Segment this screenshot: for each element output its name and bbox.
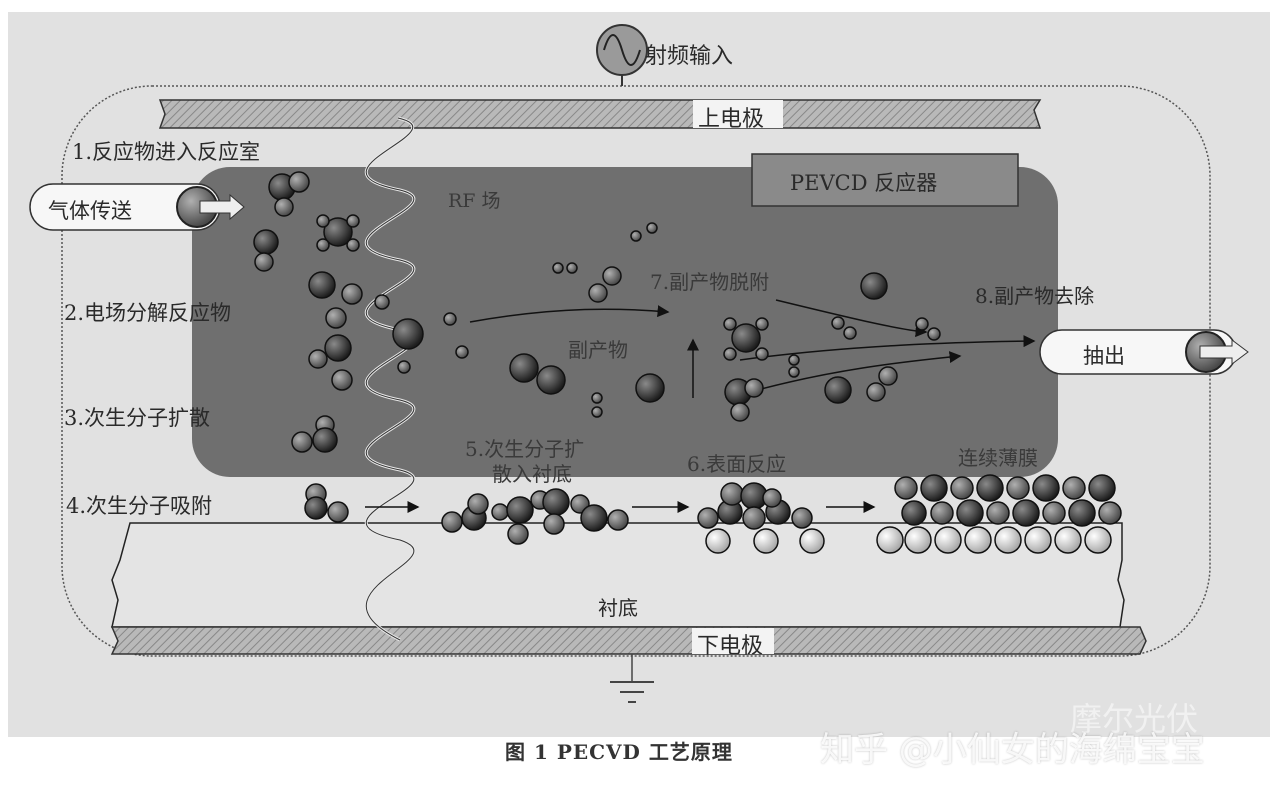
molecules	[253, 171, 1122, 554]
sine-wave-source-icon	[596, 24, 648, 86]
reactor-label: PEVCD 反应器	[790, 171, 938, 195]
top-electrode	[158, 99, 1042, 129]
top-electrode-label: 上电极	[698, 107, 765, 132]
step-7-label: 7.副产物脱附	[650, 270, 770, 294]
step-3-label: 3.次生分子扩散	[64, 406, 211, 430]
arrow-right-icon	[1199, 339, 1249, 365]
rf-input-label: 射频输入	[645, 44, 734, 69]
bottom-electrode-label: 下电极	[697, 634, 764, 659]
flow-arrows	[365, 299, 1036, 513]
reactor-label-box	[751, 153, 1019, 207]
step-5-label: 5.次生分子扩	[465, 437, 585, 461]
substrate-label: 衬底	[598, 596, 638, 620]
exhaust-outlet	[1039, 329, 1249, 375]
gas-inlet	[29, 183, 245, 231]
exhaust-label: 抽出	[1083, 344, 1125, 368]
watermark: 知乎 @小仙女的海绵宝宝	[820, 730, 1205, 770]
step-4-label: 4.次生分子吸附	[66, 494, 213, 518]
ground-icon	[610, 654, 654, 703]
arrow-right-icon	[199, 193, 245, 221]
watermark-secondary: 摩尔光伏	[1070, 700, 1199, 738]
step-8-label: 8.副产物去除	[975, 284, 1095, 308]
byproduct-label: 副产物	[568, 338, 628, 362]
step-5-label-line2: 散入衬底	[492, 462, 572, 486]
rf-field-label: RF 场	[448, 190, 501, 212]
step-1-label: 1.反应物进入反应室	[72, 140, 261, 164]
step-2-label: 2.电场分解反应物	[64, 301, 232, 325]
figure-caption: 图 1 PECVD 工艺原理	[505, 740, 733, 764]
bottom-electrode	[110, 626, 1147, 655]
continuous-film-label: 连续薄膜	[958, 446, 1038, 470]
gas-delivery-label: 气体传送	[48, 199, 132, 223]
step-6-label: 6.表面反应	[687, 452, 787, 476]
